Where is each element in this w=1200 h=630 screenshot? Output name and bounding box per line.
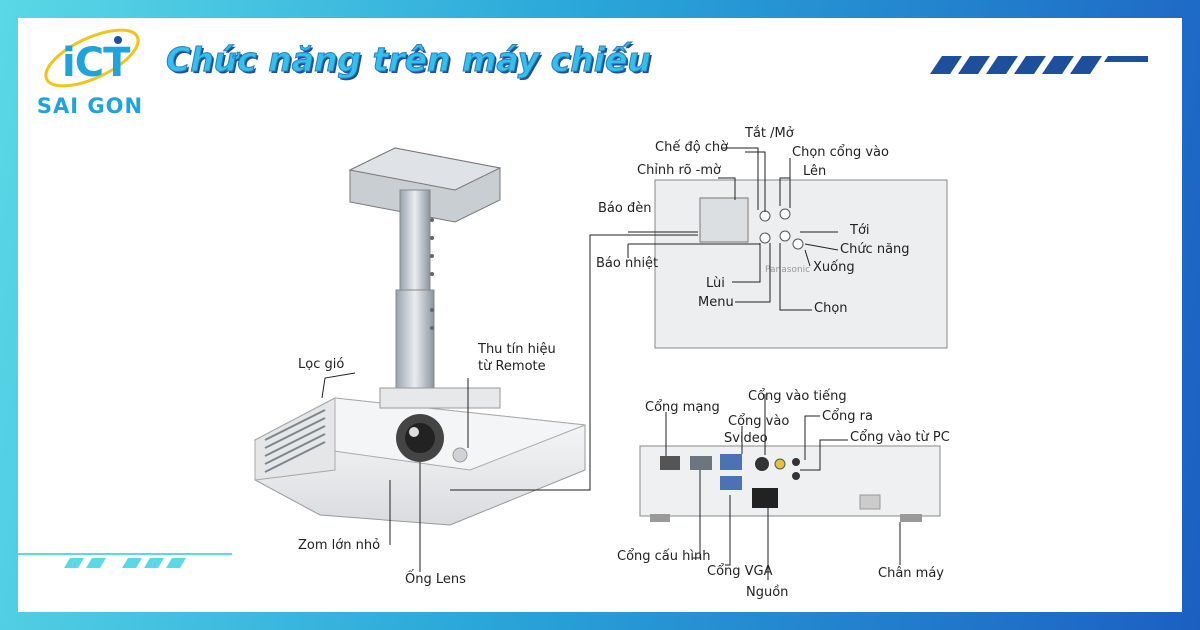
label-cong-vao: Cổng vào <box>728 414 790 429</box>
label-bao-den: Báo đèn <box>598 201 652 216</box>
content-card <box>18 18 1182 612</box>
label-cong-vao-tieng: Cổng vào tiếng <box>748 389 847 404</box>
label-tu-remote: từ Remote <box>478 359 546 374</box>
logo-subtitle: SAI GON <box>36 94 144 118</box>
label-cong-vga: Cổng VGA <box>707 564 773 579</box>
label-ong-lens: Ống Lens <box>405 572 466 587</box>
remote-sensor-icon <box>452 447 468 463</box>
control-panel <box>654 179 948 349</box>
logo-orbit <box>44 28 140 88</box>
label-len: Lên <box>803 164 827 179</box>
label-svideo: Svideo <box>724 431 768 446</box>
projector-body <box>253 387 586 526</box>
label-chon: Chọn <box>814 301 848 316</box>
label-loc-gio: Lọc gió <box>298 357 345 372</box>
label-cong-vao-tu-pc: Cổng vào từ PC <box>850 430 950 445</box>
label-che-do-cho: Chế độ chờ <box>655 140 729 155</box>
logo-mark: iCT <box>62 40 130 86</box>
ceiling-mount <box>348 147 502 391</box>
label-menu: Menu <box>698 295 734 310</box>
panel-brand-label: Panasonic <box>765 265 810 275</box>
label-lui: Lùi <box>706 276 725 291</box>
label-toi: Tới <box>850 223 870 238</box>
brand-logo: iCT SAI GON <box>30 30 150 130</box>
page-title: Chức năng trên máy chiếu <box>166 40 652 80</box>
label-xuong: Xuống <box>813 260 855 275</box>
label-cong-mang: Cổng mạng <box>645 400 720 415</box>
label-tat-mo: Tắt /Mở <box>745 126 794 141</box>
bottom-left-stripes <box>18 553 232 568</box>
rear-panel <box>639 445 941 522</box>
leader-lines <box>321 147 901 580</box>
label-nguon: Nguồn <box>746 585 789 600</box>
label-chuc-nang: Chức năng <box>840 242 910 257</box>
air-filter-vents <box>264 409 326 473</box>
top-right-stripes <box>930 56 1148 74</box>
label-chon-cong-vao: Chọn cổng vào <box>792 145 889 160</box>
label-cong-ra: Cổng ra <box>822 409 873 424</box>
label-chinh-ro-mo: Chỉnh rõ -mờ <box>637 163 721 178</box>
label-zom: Zom lớn nhỏ <box>298 538 381 553</box>
label-cong-cau-hinh: Cổng cấu hình <box>617 549 711 564</box>
label-thu-tin-hieu: Thu tín hiệu <box>478 342 556 357</box>
label-bao-nhiet: Báo nhiệt <box>596 256 659 271</box>
label-chan-may: Chân máy <box>878 566 944 581</box>
